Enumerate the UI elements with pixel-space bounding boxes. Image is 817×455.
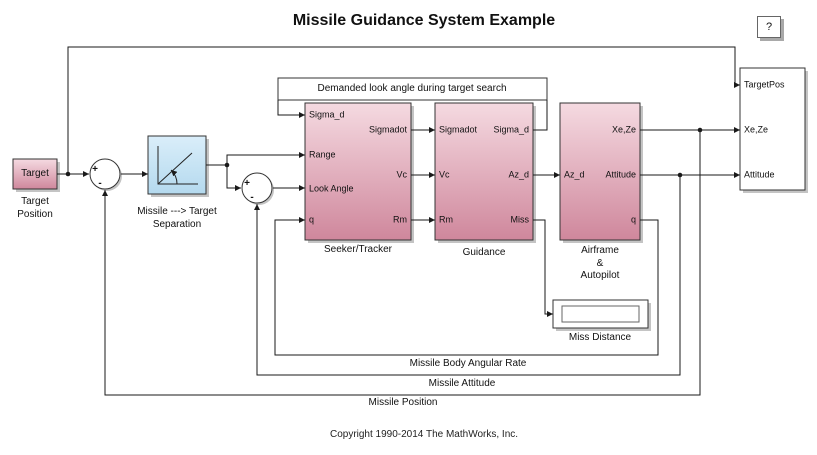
help-button[interactable]: ? <box>757 16 781 38</box>
target-block-caption: Target Position <box>17 196 53 220</box>
page-title: Missile Guidance System Example <box>292 12 556 29</box>
sum-block-2[interactable] <box>241 172 273 204</box>
port-scope-attitude: Attitude <box>744 169 775 180</box>
port-seeker-sigmadot: Sigmadot <box>368 124 407 135</box>
port-guidance-vc: Vc <box>439 169 450 180</box>
guidance-block[interactable] <box>434 102 534 241</box>
branch-dot-target <box>65 171 71 177</box>
separation-block-caption: Missile ---> Target Separation <box>137 206 217 230</box>
wire-missile-attitude-feedback[interactable] <box>254 175 681 376</box>
annotation-text: Demanded look angle during target search <box>317 82 507 94</box>
wire-label-position: Missile Position <box>368 397 438 408</box>
target-source-block[interactable] <box>12 158 58 190</box>
branch-dot-xeze <box>697 127 703 133</box>
port-scope-xeze: Xe,Ze <box>744 124 769 135</box>
port-airframe-attitude: Attitude <box>605 169 636 180</box>
wire-label-body-rate: Missile Body Angular Rate <box>409 358 527 369</box>
port-guidance-sigma-d: Sigma_d <box>493 124 529 135</box>
airframe-block-caption: Airframe & Autopilot <box>580 245 620 281</box>
wire-targetpos-to-scope[interactable] <box>67 46 740 174</box>
sum2-minus-sign: - <box>250 191 254 203</box>
miss-distance-value-box <box>561 305 640 323</box>
port-guidance-rm: Rm <box>439 214 453 225</box>
wire-sigma-d-feedback-left[interactable] <box>277 100 305 118</box>
branch-dots <box>65 127 703 178</box>
help-button-label: ? <box>765 21 773 33</box>
port-seeker-vc: Vc <box>396 169 407 180</box>
port-airframe-xeze: Xe,Ze <box>611 124 636 135</box>
port-airframe-az-d: Az_d <box>564 169 585 180</box>
port-guidance-az-d: Az_d <box>508 169 529 180</box>
sum2-plus-sign: + <box>244 177 250 189</box>
wire-miss-to-display[interactable] <box>533 219 553 317</box>
port-seeker-q: q <box>309 214 315 225</box>
sum1-plus-sign: + <box>92 163 98 175</box>
wire-body-rate-feedback[interactable] <box>274 217 659 356</box>
port-airframe-q: q <box>630 214 636 225</box>
wire-range-to-seeker[interactable] <box>226 152 305 165</box>
port-guidance-sigmadot: Sigmadot <box>439 124 478 135</box>
annotation-box[interactable] <box>277 77 548 101</box>
wire-missile-position-feedback[interactable] <box>102 130 701 396</box>
target-block-label: Target <box>21 167 49 179</box>
separation-block[interactable] <box>147 135 207 195</box>
port-seeker-look-angle: Look Angle <box>309 183 354 194</box>
separation-block-axes-icon <box>157 146 198 185</box>
sum-block-1[interactable] <box>89 158 121 190</box>
branch-dot-attitude <box>677 172 683 178</box>
wires <box>57 46 740 396</box>
wire-sigma-d-feedback-right[interactable] <box>533 100 548 131</box>
guidance-block-caption: Guidance <box>462 247 506 258</box>
port-scope-targetpos: TargetPos <box>744 79 785 90</box>
airframe-autopilot-block[interactable] <box>559 102 641 241</box>
wire-label-attitude: Missile Attitude <box>428 378 496 389</box>
position-scope-block[interactable] <box>739 67 806 191</box>
port-seeker-sigma-d: Sigma_d <box>309 109 345 120</box>
port-seeker-range: Range <box>309 149 336 160</box>
wire-separation-to-sum2[interactable] <box>226 165 241 191</box>
block-shadows <box>16 71 808 331</box>
branch-dot-separation <box>224 162 230 168</box>
port-guidance-miss: Miss <box>510 214 530 225</box>
sum1-minus-sign: - <box>98 177 102 189</box>
miss-distance-caption: Miss Distance <box>568 332 632 343</box>
seeker-block-caption: Seeker/Tracker <box>324 244 392 255</box>
port-seeker-rm: Rm <box>393 214 407 225</box>
seeker-tracker-block[interactable] <box>304 102 412 241</box>
copyright-notice: Copyright 1990-2014 The MathWorks, Inc. <box>329 429 519 440</box>
